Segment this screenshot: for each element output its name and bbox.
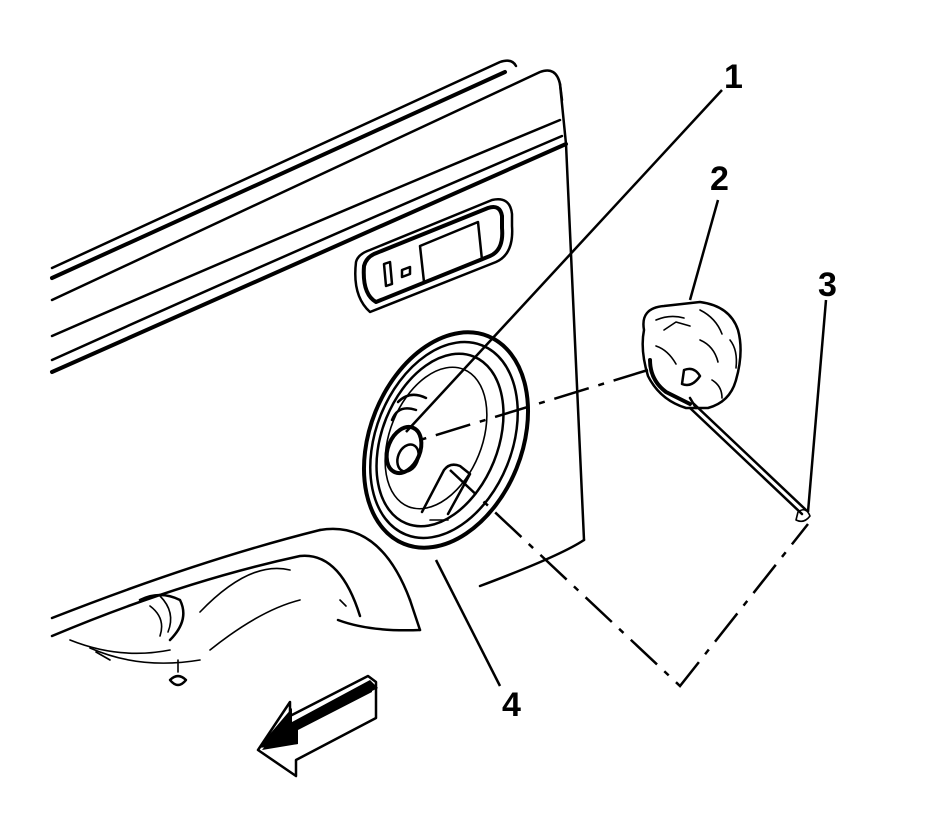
- callout-1: 1: [724, 58, 743, 96]
- fuel-filler-pocket: [361, 330, 531, 550]
- callout-4: 4: [502, 686, 521, 724]
- leaders: [405, 89, 828, 687]
- fuel-cap: [641, 300, 742, 410]
- callout-2: 2: [710, 160, 729, 198]
- front-direction-arrow: [256, 674, 378, 778]
- fuel-cap-tether: [688, 402, 811, 523]
- rear-quarter-panel: [50, 59, 586, 687]
- assembly-line: [419, 368, 809, 688]
- side-marker-lamp: [354, 198, 514, 314]
- callout-3: 3: [818, 266, 837, 304]
